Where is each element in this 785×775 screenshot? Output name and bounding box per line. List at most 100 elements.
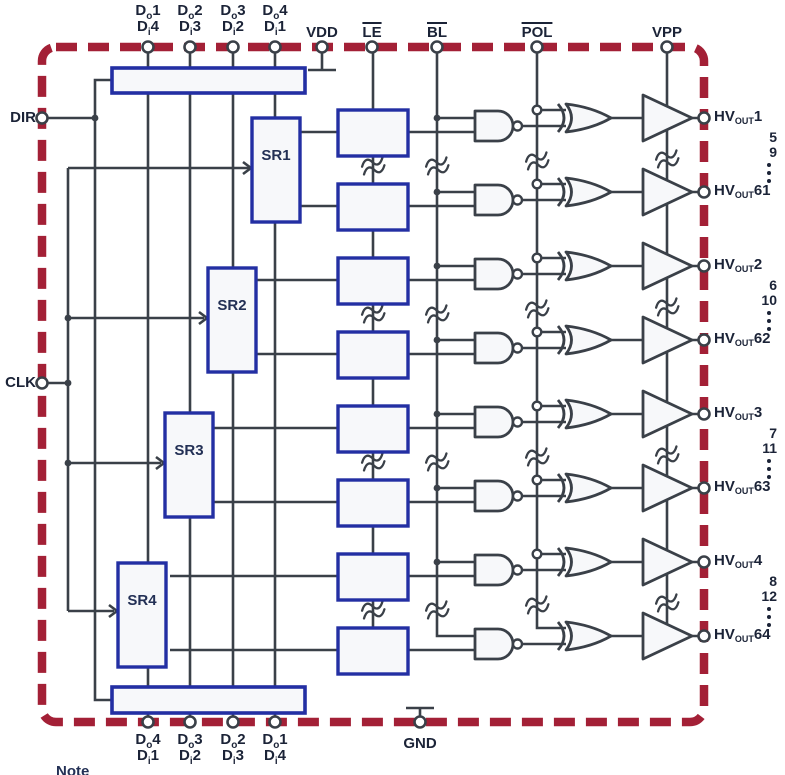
pin-label-do2-di3: Do2 Di3 [177, 2, 203, 39]
hv-out-label-61: HVOUT61 [714, 182, 771, 200]
pin-clk [35, 376, 49, 390]
pol-line-taps [531, 104, 543, 560]
sr1-block [250, 116, 302, 224]
hv-out-label-64: HVOUT64 [714, 626, 771, 644]
hv-output-buffer [641, 167, 694, 217]
latch-block [336, 552, 410, 602]
shift-register-blocks [116, 116, 302, 669]
pin-do1-di4-bottom [268, 715, 282, 729]
pin-terminals [35, 40, 711, 729]
top-io-bus-block [110, 66, 307, 95]
pin-gnd [413, 715, 427, 729]
pin-label-vdd: VDD [306, 24, 338, 41]
pin-hvout-4 [697, 555, 711, 569]
hv-output-buffer [641, 241, 694, 291]
pin-dir [35, 111, 49, 125]
pin-label-vpp: VPP [651, 24, 682, 41]
pin-pol [530, 40, 544, 54]
pin-label-do1-di4: Do1 Di4 [135, 2, 161, 39]
pin-label-bottom-do1-di4: Do1 Di4 [262, 731, 288, 768]
pin-le [365, 40, 379, 54]
hv-out-label-4: HVOUT4 8 12 [714, 552, 780, 627]
row-wires [170, 108, 699, 652]
note-text: Note [56, 763, 90, 775]
pin-hvout-63 [697, 481, 711, 495]
latch-block [336, 330, 410, 380]
xor-gate [564, 250, 613, 282]
xor-gate [564, 620, 613, 652]
clock-arrowheads [108, 160, 254, 619]
sr3-block [163, 411, 215, 519]
pin-label-bl: BL [427, 24, 447, 41]
hv-output-buffer [641, 93, 694, 143]
xor-gates [556, 102, 613, 652]
pin-vdd [315, 40, 329, 54]
nand-gate [473, 405, 515, 439]
pin-do3-di2-bottom [183, 715, 197, 729]
pin-do4-di1 [268, 40, 282, 54]
pin-bl [430, 40, 444, 54]
pin-label-bottom-do3-di2: Do3 Di2 [177, 731, 203, 768]
top-pin-stems [146, 52, 277, 68]
ellipsis-dots [714, 163, 780, 183]
pin-do4-di1-bottom [141, 715, 155, 729]
pin-label-le: LE [362, 24, 382, 41]
xor-gate [564, 176, 613, 208]
ellipsis-dots [714, 311, 780, 331]
pin-hvout-62 [697, 333, 711, 347]
ellipsis-dots [714, 459, 780, 479]
output-buffers [641, 93, 694, 661]
gnd-symbol [406, 706, 434, 716]
hv-output-buffer [641, 315, 694, 365]
hv-out-label-3: HVOUT3 7 11 [714, 404, 780, 479]
pin-label-do4-di1: Do4 Di1 [262, 2, 288, 39]
nand-gates [473, 109, 515, 661]
pin-hvout-64 [697, 629, 711, 643]
pin-do1-di4 [141, 40, 155, 54]
nand-gate [473, 257, 515, 291]
bus-blocks [110, 66, 307, 715]
nand-output-bubbles [511, 120, 524, 650]
latch-block [336, 478, 410, 528]
pin-label-do3-di2: Do3 Di2 [220, 2, 246, 39]
nand-gate [473, 331, 515, 365]
pin-hvout-1 [697, 111, 711, 125]
hv-out-label-2: HVOUT2 6 10 [714, 256, 780, 331]
hv-out-label-62: HVOUT62 [714, 330, 771, 348]
xor-gate [564, 546, 613, 578]
pin-hvout-2 [697, 259, 711, 273]
latch-blocks [336, 108, 410, 676]
nand-gate [473, 183, 515, 217]
sr4-block [116, 561, 168, 669]
sr4-label: SR4 [127, 592, 157, 609]
sr2-label: SR2 [217, 297, 247, 314]
dir-wire [47, 78, 112, 702]
hv-output-buffer [641, 611, 694, 661]
power-symbols [308, 52, 434, 716]
sr3-label: SR3 [174, 442, 204, 459]
pin-do2-di3-bottom [226, 715, 240, 729]
pin-do2-di3 [183, 40, 197, 54]
xor-gate [564, 472, 613, 504]
sr1-label: SR1 [261, 147, 291, 164]
nand-gate [473, 109, 515, 143]
junction-dots [64, 114, 441, 566]
pin-hvout-61 [697, 185, 711, 199]
pol-line [535, 52, 566, 630]
clk-wire [47, 166, 249, 613]
latch-block [336, 626, 410, 676]
pin-label-gnd: GND [403, 735, 437, 752]
pin-label-bottom-do2-di3: Do2 Di3 [220, 731, 246, 768]
latch-block [336, 256, 410, 306]
latch-block [336, 404, 410, 454]
xor-gate [564, 102, 613, 134]
nand-gate [473, 479, 515, 513]
hv-output-buffer [641, 463, 694, 513]
xor-gate [564, 324, 613, 356]
latch-block [336, 182, 410, 232]
bottom-io-bus-block [110, 685, 307, 715]
pin-label-dir: DIR [10, 109, 36, 126]
hv-output-buffer [641, 537, 694, 587]
data-columns [146, 93, 277, 687]
